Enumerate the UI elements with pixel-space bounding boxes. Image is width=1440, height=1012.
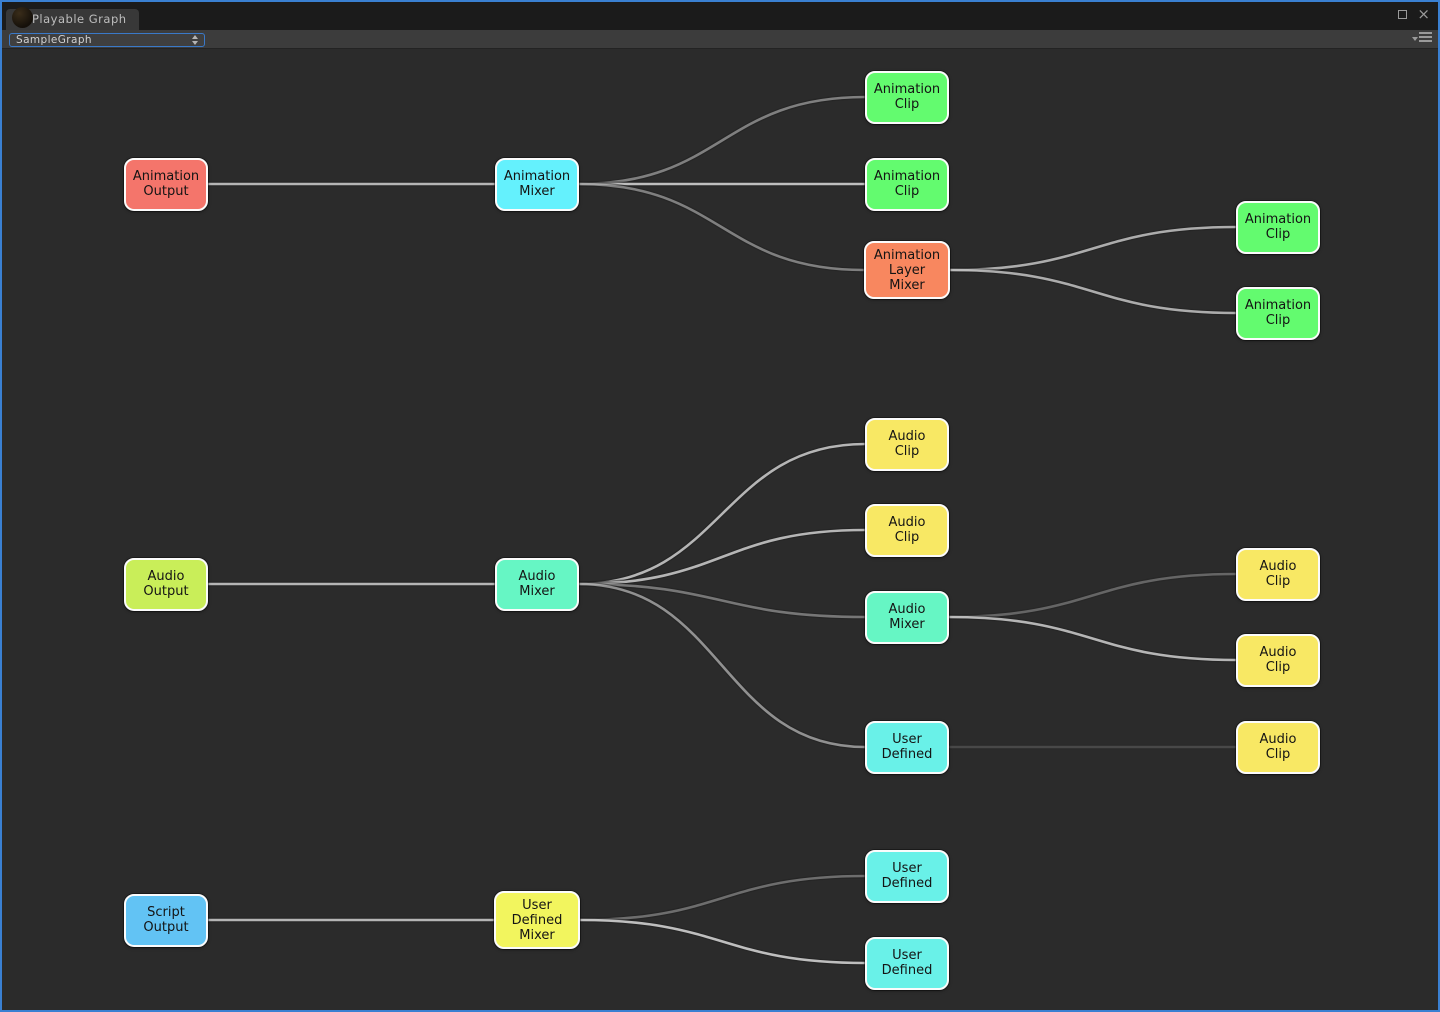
edge-user-defined-mixer--user-defined-3 bbox=[579, 918, 866, 965]
edge-audio-mixer--user-defined-1 bbox=[578, 582, 866, 749]
graph-node-user-defined-2[interactable]: User Defined bbox=[865, 849, 949, 903]
graph-node-animation-clip-4[interactable]: Animation Clip bbox=[1236, 286, 1320, 340]
hamburger-icon bbox=[1419, 32, 1432, 42]
graph-node-user-defined-3[interactable]: User Defined bbox=[865, 936, 949, 990]
graph-selector-dropdown[interactable]: SampleGraph bbox=[9, 33, 205, 47]
edge-shadow-user-defined-mixer--user-defined-2 bbox=[579, 873, 866, 923]
maximize-icon[interactable] bbox=[1398, 10, 1408, 19]
graph-node-animation-clip-1[interactable]: Animation Clip bbox=[865, 70, 949, 124]
edge-animation-mixer--animation-layer-mixer bbox=[578, 182, 865, 272]
edge-audio-mixer--audio-clip-2 bbox=[578, 528, 866, 586]
graph-node-animation-mixer[interactable]: Animation Mixer bbox=[495, 157, 579, 211]
graph-node-audio-clip-r2[interactable]: Audio Clip bbox=[1236, 633, 1320, 687]
graph-node-audio-clip-r3[interactable]: Audio Clip bbox=[1236, 720, 1320, 774]
tab-playable-graph[interactable]: Playable Graph bbox=[6, 9, 139, 30]
graph-selector-value: SampleGraph bbox=[16, 34, 92, 46]
tab-title: Playable Graph bbox=[32, 12, 127, 26]
title-bar: Playable Graph × bbox=[2, 2, 1438, 30]
edge-user-defined-mixer--user-defined-2 bbox=[579, 874, 866, 922]
close-icon[interactable]: × bbox=[1417, 5, 1430, 23]
edge-animation-layer-mixer--animation-clip-3 bbox=[949, 225, 1237, 272]
edge-animation-mixer--animation-clip-1 bbox=[578, 95, 866, 186]
dropdown-updown-icon bbox=[192, 35, 198, 45]
edge-audio-mixer--audio-mixer-2 bbox=[578, 582, 866, 619]
edge-animation-layer-mixer--animation-clip-4 bbox=[949, 268, 1237, 315]
edge-audio-mixer-2--audio-clip-r1 bbox=[948, 572, 1237, 619]
graph-node-animation-clip-3[interactable]: Animation Clip bbox=[1236, 200, 1320, 254]
graph-node-animation-output[interactable]: Animation Output bbox=[124, 157, 208, 211]
pane-handle-icon bbox=[12, 7, 33, 28]
graph-node-audio-clip-1[interactable]: Audio Clip bbox=[865, 417, 949, 471]
graph-node-audio-clip-2[interactable]: Audio Clip bbox=[865, 503, 949, 557]
graph-node-audio-clip-r1[interactable]: Audio Clip bbox=[1236, 547, 1320, 601]
dropdown-arrow-icon bbox=[1412, 37, 1418, 41]
graph-node-user-defined-mixer[interactable]: User Defined Mixer bbox=[494, 891, 580, 949]
edge-shadow-audio-mixer-2--audio-clip-r1 bbox=[948, 571, 1237, 620]
edge-shadow-audio-mixer--audio-mixer-2 bbox=[578, 581, 866, 620]
graph-node-audio-mixer[interactable]: Audio Mixer bbox=[495, 557, 579, 611]
graph-node-audio-output[interactable]: Audio Output bbox=[124, 557, 208, 611]
graph-node-audio-mixer-2[interactable]: Audio Mixer bbox=[865, 590, 949, 644]
graph-node-user-defined-1[interactable]: User Defined bbox=[865, 720, 949, 774]
graph-node-script-output[interactable]: Script Output bbox=[124, 893, 208, 947]
graph-node-animation-clip-2[interactable]: Animation Clip bbox=[865, 157, 949, 211]
pane-menu-button[interactable] bbox=[1412, 32, 1432, 42]
edge-audio-mixer-2--audio-clip-r2 bbox=[948, 615, 1237, 662]
edge-audio-mixer--audio-clip-1 bbox=[578, 442, 866, 586]
toolbar: SampleGraph bbox=[2, 30, 1438, 49]
graph-node-animation-layer-mixer[interactable]: Animation Layer Mixer bbox=[864, 241, 950, 299]
